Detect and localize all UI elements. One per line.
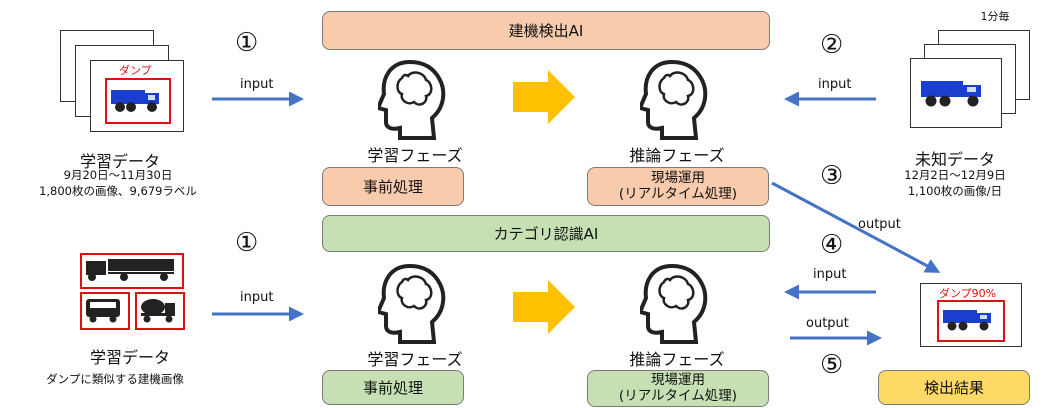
bottom-ai-banner: カテゴリ認識AI (322, 215, 770, 252)
preprocess-label-bottom: 事前処理 (362, 379, 423, 397)
unknown-period: 12月2日～12月9日 (904, 168, 1006, 182)
step-2: ② (820, 30, 844, 60)
learning-phase-title-top: 学習フェーズ (367, 146, 463, 165)
unknown-sheet-front (910, 58, 1002, 128)
learning-data-title-bottom: 学習データ (89, 348, 170, 367)
dump-truck-icon (111, 90, 159, 112)
preprocess-label-top: 事前処理 (362, 178, 423, 196)
input-label-top: input (240, 77, 274, 92)
step-1-top: ① (235, 28, 259, 58)
preprocess-box-bottom: 事前処理 (322, 370, 464, 405)
phase-arrow-bottom (513, 280, 575, 334)
inference-phase-title-bottom: 推論フェーズ (629, 350, 725, 369)
input-label-bottom: input (240, 290, 274, 305)
step-5: ⑤ (820, 350, 844, 380)
learning-count: 1,800枚の画像、9,679ラベル (39, 183, 197, 198)
output-arrow-top (771, 181, 941, 273)
head-brain-icon-learning-top (378, 59, 446, 140)
phase-arrow-top (513, 70, 575, 124)
result-box: 検出結果 (878, 370, 1030, 405)
result-image: ダンプ90% (920, 283, 1022, 347)
truck-bbox (105, 78, 171, 124)
trailer-truck-image (80, 253, 184, 289)
unknown-dump-truck-icon (921, 81, 981, 107)
bus-icon (86, 299, 120, 323)
stack-sheet-front: ダンプ (90, 60, 184, 132)
ops-line1-top: 現場運用 (651, 169, 705, 186)
learning-data-meta-top: 9月20日～11月30日 1,800枚の画像、9,679ラベル (18, 168, 218, 199)
result-tag: ダンプ90% (939, 287, 997, 300)
step-4: ④ (820, 230, 844, 260)
head-brain-icon-learning-bottom (378, 263, 446, 344)
ops-line1-bottom: 現場運用 (651, 371, 705, 388)
mixer-truck-icon (141, 299, 175, 323)
trailer-truck-icon (86, 259, 174, 281)
result-label: 検出結果 (923, 379, 984, 397)
unknown-count: 1,100枚の画像/日 (907, 183, 1003, 198)
top-ai-banner: 建機検出AI (322, 11, 770, 50)
input-label-feedback: input (813, 267, 847, 282)
output-label-bottom: output (806, 316, 849, 331)
result-dump-truck-icon (943, 310, 991, 331)
step-1-bottom: ① (235, 228, 259, 258)
learning-data-title-top: 学習データ (79, 152, 160, 171)
unknown-data-title: 未知データ (914, 150, 995, 169)
ops-box-bottom: 現場運用 (リアルタイム処理) (587, 370, 769, 407)
unknown-data-meta: 12月2日～12月9日 1,100枚の画像/日 (885, 168, 1025, 199)
mixer-truck-image (135, 292, 185, 330)
bus-image (80, 292, 130, 330)
step-3: ③ (820, 161, 844, 191)
head-brain-icon-inference-bottom (640, 263, 708, 344)
ops-box-top: 現場運用 (リアルタイム処理) (587, 167, 769, 206)
top-ai-title: 建機検出AI (508, 22, 584, 40)
ops-line2-bottom: (リアルタイム処理) (618, 387, 738, 404)
interval-label: 1分毎 (980, 10, 1010, 23)
input-label-unknown: input (818, 77, 852, 92)
learning-period: 9月20日～11月30日 (63, 168, 173, 182)
label-tag-dump: ダンプ (119, 64, 152, 77)
result-bbox (937, 300, 1005, 342)
output-label-top: output (858, 217, 901, 232)
head-brain-icon-inference-top (640, 59, 708, 140)
learning-phase-title-bottom: 学習フェーズ (367, 350, 463, 369)
bottom-ai-title: カテゴリ認識AI (493, 225, 599, 243)
learning-data-desc-bottom: ダンプに類似する建機画像 (46, 372, 184, 386)
ops-line2-top: (リアルタイム処理) (618, 185, 738, 202)
preprocess-box-top: 事前処理 (322, 167, 464, 206)
inference-phase-title-top: 推論フェーズ (629, 146, 725, 165)
